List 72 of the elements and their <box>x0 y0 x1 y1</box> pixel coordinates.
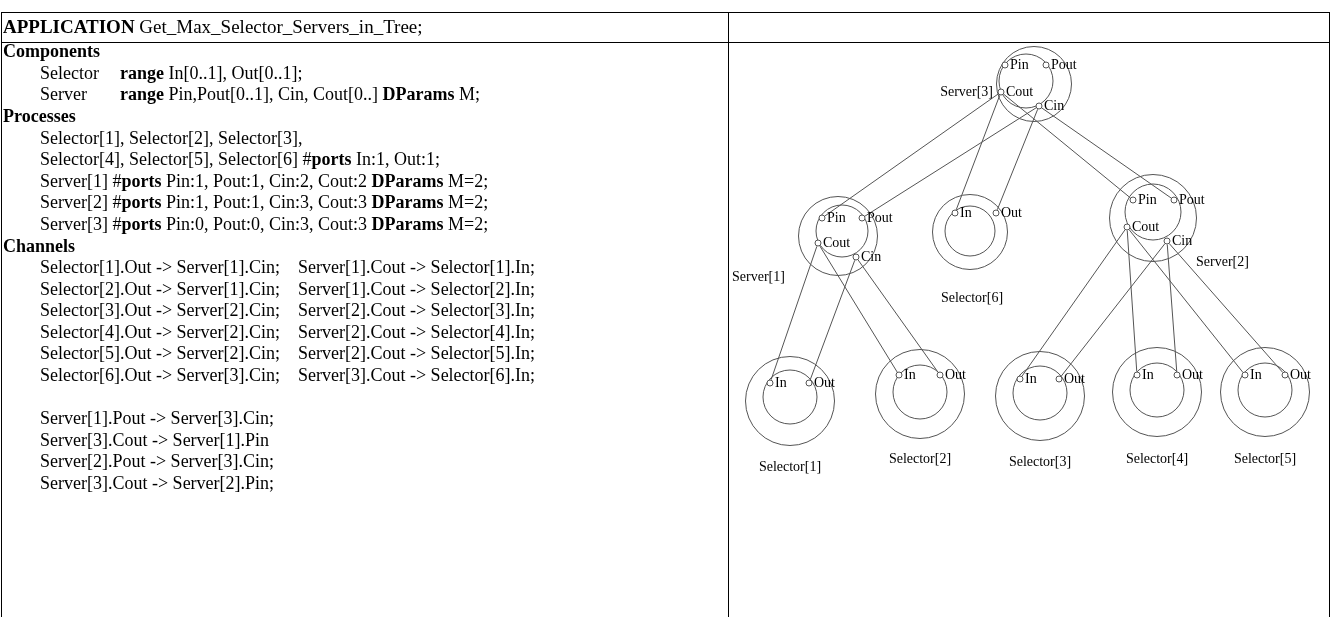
channel-line <box>1126 230 1138 372</box>
port-label: Cout <box>1006 84 1034 100</box>
table-header-text: APPLICATION Get_Max_Selector_Servers_in_Tree; <box>3 16 423 38</box>
code-line: Selector[1], Selector[2], Selector[3], <box>40 127 303 149</box>
port-label: In <box>904 367 916 383</box>
port-label: Pout <box>1179 192 1205 208</box>
process-name: Selector[4] <box>1125 451 1189 467</box>
code-line: Server[2].Cout -> Selector[3].In; <box>298 299 536 322</box>
code-line: Server[3] #ports Pin:0, Pout:0, Cin:3, Cout:3 DParams M=2; <box>40 213 489 235</box>
port-label: In <box>775 375 787 391</box>
code-line: Server <box>40 83 87 105</box>
channel-line <box>1041 107 1172 199</box>
code-line: Server[2].Cout -> Selector[4].In; <box>298 320 536 343</box>
port-label: Pout <box>1051 57 1077 73</box>
port-label: Out <box>945 367 966 383</box>
port-label: Cin <box>1044 98 1065 114</box>
port-label: Out <box>814 375 835 391</box>
code-line: Server[2] #ports Pin:1, Pout:1, Cin:3, Cout:3 DParams M=2; <box>40 191 489 213</box>
port-label: Out <box>1064 371 1085 387</box>
port-label: In <box>1025 371 1037 387</box>
channel-line <box>1003 93 1131 199</box>
code-line: Selector[6].Out -> Server[3].Cin; <box>40 364 281 386</box>
port-label: Out <box>1290 367 1311 383</box>
channel-line <box>1128 229 1244 373</box>
channel-line <box>824 93 999 217</box>
port-label: Pin <box>827 210 846 226</box>
port-label: Out <box>1001 205 1022 221</box>
channel-line <box>857 259 939 373</box>
section-heading: Channels <box>3 235 76 257</box>
code-line: Server[3].Cout -> Server[2].Pin; <box>40 472 275 494</box>
channel-line <box>809 259 856 381</box>
process-name: Server[1] <box>732 269 785 285</box>
code-line: Server[1].Cout -> Selector[2].In; <box>298 277 536 300</box>
port-label: Out <box>1182 367 1203 383</box>
port-label: In <box>1142 367 1154 383</box>
code-line: Selector[4], Selector[5], Selector[6] #ports In:1, Out:1; <box>40 148 440 170</box>
port-label: In <box>960 205 972 221</box>
code-line: Selector[3].Out -> Server[2].Cin; <box>40 299 281 322</box>
process-name: Server[2] <box>1196 254 1249 270</box>
code-line: range In[0..1], Out[0..1]; <box>120 62 303 84</box>
section-heading: Processes <box>3 105 76 127</box>
code-line: Server[1] #ports Pin:1, Pout:1, Cin:2, Cout:2 DParams M=2; <box>40 170 489 192</box>
port-label: Cout <box>823 235 851 251</box>
code-line: Server[2].Pout -> Server[3].Cin; <box>40 450 275 472</box>
port-label: In <box>1250 367 1262 383</box>
channel-line <box>864 107 1037 217</box>
code-line: Selector[1].Out -> Server[1].Cin; <box>40 256 281 278</box>
process-name: Selector[2] <box>888 451 952 467</box>
section-heading: Components <box>3 40 100 62</box>
port-label: Cout <box>1132 219 1160 235</box>
code-line: range Pin,Pout[0..1], Cin, Cout[0..] DParams M; <box>120 83 480 105</box>
process-name: Server[3] <box>940 84 993 100</box>
code-line: Selector[4].Out -> Server[2].Cin; <box>40 320 281 343</box>
process-name: Selector[1] <box>758 459 822 475</box>
code-line: Server[3].Cout -> Selector[6].In; <box>298 364 536 386</box>
code-line: Server[3].Cout -> Server[1].Pin <box>40 429 270 451</box>
code-line: Server[2].Cout -> Selector[5].In; <box>298 342 536 365</box>
port-label: Pin <box>1138 192 1157 208</box>
process-name: Selector[5] <box>1233 451 1297 467</box>
code-line: Selector <box>40 62 99 84</box>
code-line: Server[1].Cout -> Selector[1].In; <box>298 256 536 278</box>
port-label: Cin <box>861 249 882 265</box>
port-label: Pout <box>867 210 893 226</box>
code-line: Selector[5].Out -> Server[2].Cin; <box>40 342 281 365</box>
code-line: Server[1].Pout -> Server[3].Cin; <box>40 407 275 429</box>
process-name: Selector[3] <box>1008 454 1072 470</box>
channel-line <box>1060 243 1166 377</box>
process-name: Selector[6] <box>940 290 1004 306</box>
channel-line <box>819 245 898 373</box>
port-label: Pin <box>1010 57 1029 73</box>
code-line: Selector[2].Out -> Server[1].Cin; <box>40 277 281 300</box>
port-label: Cin <box>1172 233 1193 249</box>
